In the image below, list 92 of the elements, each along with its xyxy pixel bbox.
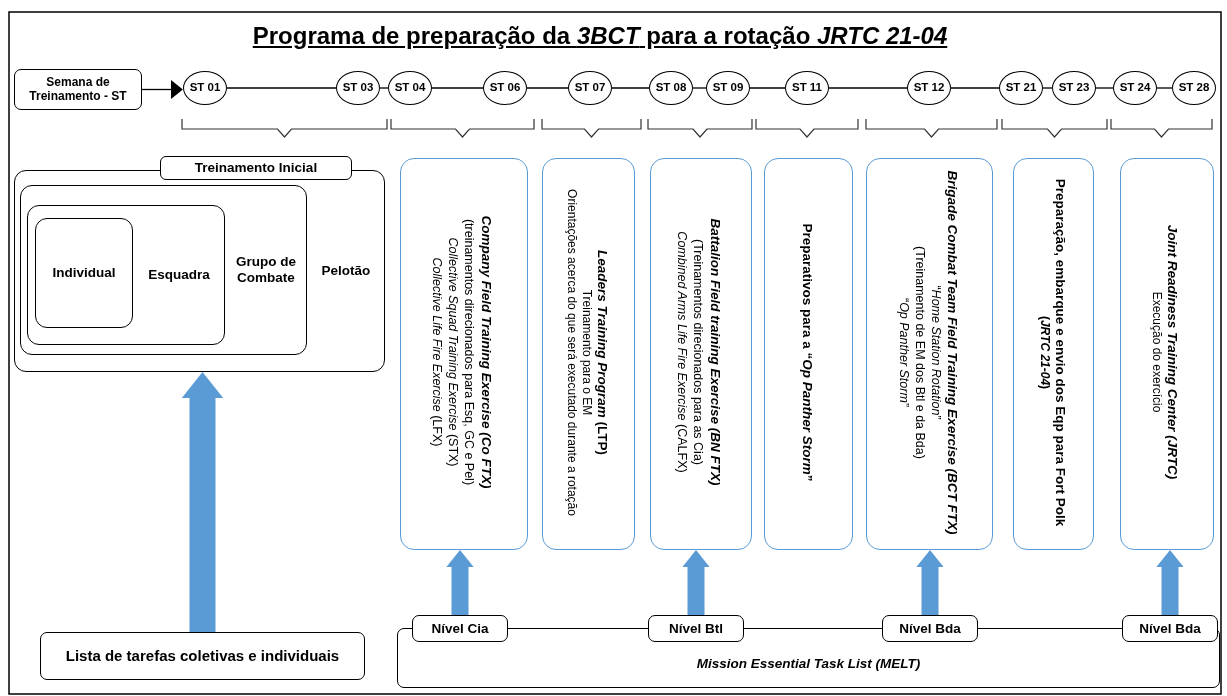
label-text: Mission Essential Task List (MELT) [695, 655, 922, 674]
activity-box [400, 158, 528, 550]
week-label: ST 03 [341, 80, 375, 96]
week-label: ST 01 [188, 80, 222, 96]
label-box [14, 69, 142, 110]
activity-title: Preparação, embarque e envio dos Eqp para Fort Polk [1051, 178, 1067, 526]
nested-box [35, 218, 133, 328]
label-text: Nível Cia [430, 619, 490, 638]
connector-line [828, 87, 908, 89]
week-label: ST 08 [654, 80, 688, 96]
nested-box [27, 205, 225, 345]
activity-note: (JRTC 21-04) [1036, 315, 1050, 389]
label-box [412, 615, 508, 642]
activity-box [542, 158, 635, 550]
connector-line [226, 87, 337, 89]
connector-line [379, 87, 389, 89]
week-ellipse [568, 71, 612, 105]
activity-note: Collective Life Fire Exercise (LFX) [430, 257, 445, 447]
activity-box [1120, 158, 1214, 550]
label-text: Nível Btl [668, 619, 724, 638]
activity-box [1013, 158, 1094, 550]
week-label: ST 09 [711, 80, 745, 96]
block-arrow [1156, 550, 1184, 615]
connector-line [692, 87, 707, 89]
week-label: ST 23 [1057, 80, 1091, 96]
activity-note: Execução do exercício [1149, 291, 1164, 413]
arrow [141, 80, 183, 99]
week-ellipse [649, 71, 693, 105]
label-text: Semana de Treinamento - ST [28, 73, 128, 105]
label-box [40, 632, 365, 680]
week-label: ST 04 [393, 80, 427, 96]
label-text: Individual [51, 264, 117, 283]
activity-box [866, 158, 993, 550]
week-ellipse [336, 71, 380, 105]
week-ellipse [907, 71, 951, 105]
activity-title: Company Field Training Exercise (Co FTX) [478, 215, 494, 489]
label-box [1122, 615, 1218, 642]
week-label: ST 06 [488, 80, 522, 96]
activity-note: Orientações acerca do que será executado durante a rotação [563, 188, 577, 516]
label-text: Pelotão [320, 262, 372, 281]
week-ellipse [183, 71, 227, 105]
label-text: Nível Bda [1138, 619, 1202, 638]
heading-tab: Treinamento Inicial [160, 156, 352, 180]
activity-note: “Home Station Rotation” [927, 284, 942, 420]
week-ellipse [999, 71, 1043, 105]
activity-title: Joint Readiness Training Center (JRTC) [1165, 224, 1181, 480]
connector-line [1156, 87, 1173, 89]
week-ellipse [1172, 71, 1216, 105]
activity-title: Brigade Combat Team Field Training Exercise (BCT FTX) [943, 170, 960, 534]
activity-note: Collective Squad Training Exercise (STX) [446, 237, 461, 467]
label-box [882, 615, 978, 642]
week-label: ST 12 [912, 80, 946, 96]
activity-title: Leaders Training Program (LTP) [594, 249, 610, 455]
week-ellipse [1052, 71, 1096, 105]
label-box [648, 615, 744, 642]
connector-line [749, 87, 786, 89]
connector-line [611, 87, 650, 89]
block-arrow [446, 550, 474, 615]
week-ellipse [483, 71, 527, 105]
block-arrow [916, 550, 944, 615]
block-arrow [181, 372, 224, 632]
connector-line [1095, 87, 1114, 89]
activity-title: Preparativos para a “Op Panther Storm” [798, 222, 815, 482]
label-text: Lista de tarefas coletivas e individuais [64, 646, 341, 667]
nested-box [20, 185, 307, 355]
activity-note: Treinamento para o EM [578, 289, 593, 415]
week-label: ST 24 [1118, 80, 1152, 96]
week-label: ST 28 [1177, 80, 1211, 96]
connector-line [431, 87, 484, 89]
label-text: Grupo de Combate [235, 253, 297, 287]
connector-line [1042, 87, 1053, 89]
activity-note: (treinamentos direcionados para Esq, GC e Pel) [462, 218, 477, 486]
title: Programa de preparação da 3BCT para a rotação JRTC 21-04 [252, 22, 948, 49]
activity-note: (Treinamentos direcionados para as Cia) [691, 238, 706, 465]
connector-line [950, 87, 1000, 89]
activity-box [764, 158, 853, 550]
week-label: ST 21 [1004, 80, 1038, 96]
block-arrow [682, 550, 710, 615]
activity-box [650, 158, 752, 550]
week-label: ST 11 [790, 80, 824, 96]
week-ellipse [785, 71, 829, 105]
week-ellipse [1113, 71, 1157, 105]
label-text: Esquadra [147, 266, 211, 285]
activity-note: “Op Panther Storm” [895, 297, 910, 407]
week-ellipse [388, 71, 432, 105]
week-label: ST 07 [573, 80, 607, 96]
activity-note: Combined Arms Life Fire Exercise (CALFX) [675, 231, 690, 473]
label-text: Nível Bda [898, 619, 962, 638]
connector-line [526, 87, 569, 89]
activity-note: (Treinamento de EM dos Btl e da Bda) [911, 245, 926, 459]
week-ellipse [706, 71, 750, 105]
activity-title: Battalion Field training Exercise (BN FTX) [707, 218, 723, 486]
